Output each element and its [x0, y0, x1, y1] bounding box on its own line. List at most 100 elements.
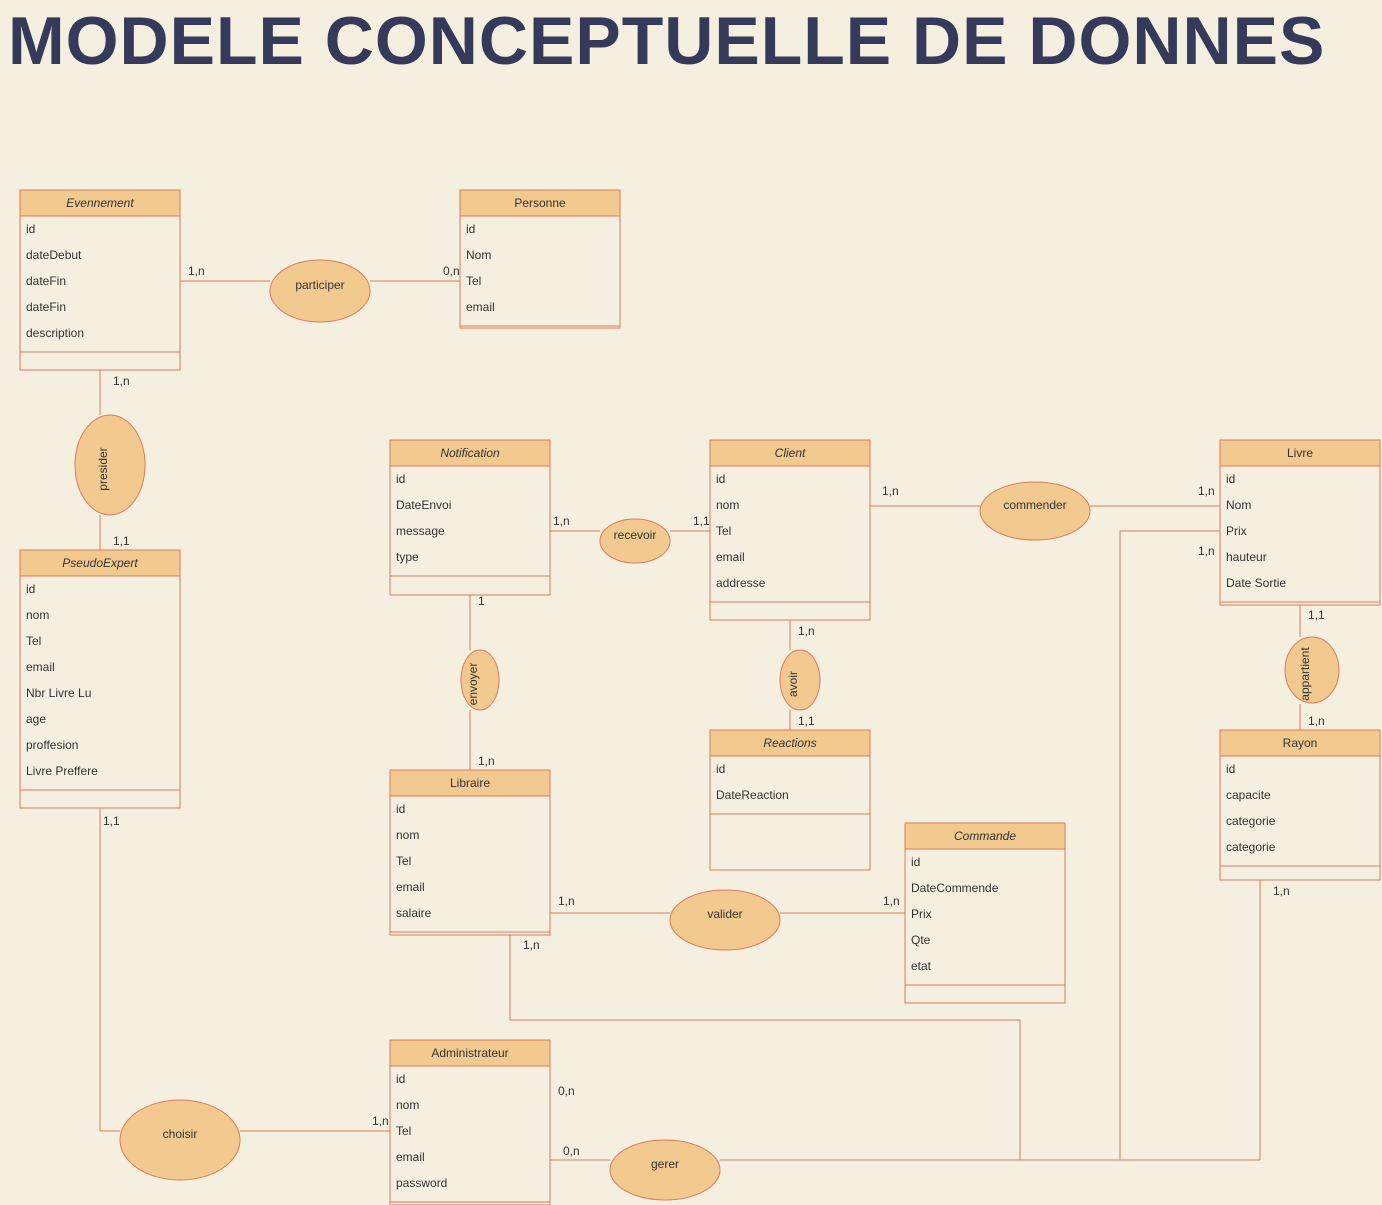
relation-label: commender — [1003, 498, 1066, 512]
relation-label: participer — [295, 278, 344, 292]
relation-ellipse — [779, 649, 821, 711]
entity-attribute: Nom — [466, 248, 491, 262]
entity-attribute: Date Sortie — [1226, 576, 1286, 590]
entity-attribute: Tel — [716, 524, 731, 538]
entity-attribute: DateReaction — [716, 788, 789, 802]
entity-title: Evennement — [66, 196, 134, 210]
entity-header — [709, 439, 871, 467]
entity-attribute: Tel — [396, 854, 411, 868]
relation-label: envoyer — [466, 663, 480, 706]
connector-libraire-gerer — [509, 935, 1021, 1160]
entity-attribute: categorie — [1226, 840, 1276, 854]
entity-title: Commande — [954, 829, 1016, 843]
relation-label: appartient — [1298, 647, 1312, 701]
page-title: MODELE CONCEPTUELLE DE DONNES — [8, 3, 1326, 79]
entity-title: Notification — [440, 446, 500, 460]
connector-livre-gerer — [1119, 530, 1220, 1160]
entity-header — [389, 769, 551, 797]
entity-attribute: Prix — [1226, 524, 1247, 538]
entity-box — [389, 1039, 551, 1205]
relation-appartient[interactable]: appartient — [1284, 636, 1340, 704]
relation-valider[interactable]: valider — [669, 889, 781, 951]
relation-label: avoir — [786, 671, 800, 697]
card-libraire-gerer: 1,n — [523, 938, 540, 952]
card-client-recevoir: 1,1 — [693, 514, 710, 528]
entity-attribute: id — [911, 855, 920, 869]
entity-attribute: id — [26, 582, 35, 596]
entity-attribute: id — [716, 472, 725, 486]
entity-attribute: email — [396, 880, 425, 894]
entity-attribute: description — [26, 326, 84, 340]
entity-box — [709, 439, 871, 621]
entity-attribute: age — [26, 712, 46, 726]
entity-attribute: capacite — [1226, 788, 1271, 802]
entity-header — [709, 729, 871, 757]
entity-header — [389, 1039, 551, 1067]
entity-attribute: nom — [716, 498, 739, 512]
entity-box — [389, 769, 551, 936]
entity-attribute: id — [1226, 472, 1235, 486]
entity-attribute: id — [1226, 762, 1235, 776]
entity-attribute: id — [26, 222, 35, 236]
relation-recevoir[interactable]: recevoir — [599, 518, 671, 564]
entity-title: PseudoExpert — [62, 556, 138, 570]
entity-title: Personne — [514, 196, 566, 210]
entity-header — [19, 549, 181, 577]
relation-choisir[interactable]: choisir — [119, 1099, 241, 1181]
card-rayon-appartient: 1,n — [1308, 714, 1325, 728]
relation-ellipse — [609, 1139, 721, 1201]
relation-participer[interactable]: participer — [269, 259, 371, 323]
entity-attribute: dateFin — [26, 300, 66, 314]
entity-attribute: Prix — [911, 907, 932, 921]
entity-attribute: type — [396, 550, 419, 564]
entity-attribute: id — [396, 472, 405, 486]
entity-header — [389, 439, 551, 467]
relation-label: valider — [707, 907, 742, 921]
cardinalities: 1,n 0,n 1,n 1,1 1,n 1,1 1,n 1,n 1,n 1 1,… — [103, 264, 1325, 1158]
card-reactions-avoir: 1,1 — [798, 714, 815, 728]
relation-commender[interactable]: commender — [979, 481, 1091, 541]
entity-attribute: nom — [396, 1098, 419, 1112]
entity-attribute: DateCommende — [911, 881, 999, 895]
relation-ellipse — [979, 481, 1091, 541]
card-evennement-participer: 1,n — [188, 264, 205, 278]
entity-box — [904, 822, 1066, 1004]
relation-label: presider — [96, 447, 110, 490]
entity-evennement[interactable]: EvennementiddateDebutdateFindateFindescr… — [19, 189, 181, 371]
connector-pseudoexpert-choisir — [99, 808, 120, 1132]
relation-ellipse — [269, 259, 371, 323]
entity-attribute: email — [396, 1150, 425, 1164]
card-pseudoexpert-presider: 1,1 — [113, 534, 130, 548]
card-livre-gerer: 1,n — [1198, 544, 1215, 558]
entity-attribute: hauteur — [1226, 550, 1267, 564]
entity-header — [19, 189, 181, 217]
relation-gerer[interactable]: gerer — [609, 1139, 721, 1201]
entity-header — [1219, 439, 1381, 467]
entity-attribute: Tel — [466, 274, 481, 288]
relation-ellipse — [119, 1099, 241, 1181]
entity-attribute: Nom — [1226, 498, 1251, 512]
entity-attribute: categorie — [1226, 814, 1276, 828]
relation-avoir[interactable]: avoir — [779, 649, 821, 711]
card-libraire-envoyer: 1,n — [478, 754, 495, 768]
relation-ellipse — [669, 889, 781, 951]
card-admin-gerer-a: 0,n — [558, 1084, 575, 1098]
entity-attribute: Tel — [26, 634, 41, 648]
entity-attribute: etat — [911, 959, 932, 973]
relation-envoyer[interactable]: envoyer — [460, 649, 500, 711]
entity-title: Reactions — [763, 736, 816, 750]
entity-title: Client — [775, 446, 806, 460]
entity-attribute: Livre Preffere — [26, 764, 98, 778]
entity-attribute: id — [466, 222, 475, 236]
relation-presider[interactable]: presider — [74, 414, 146, 516]
